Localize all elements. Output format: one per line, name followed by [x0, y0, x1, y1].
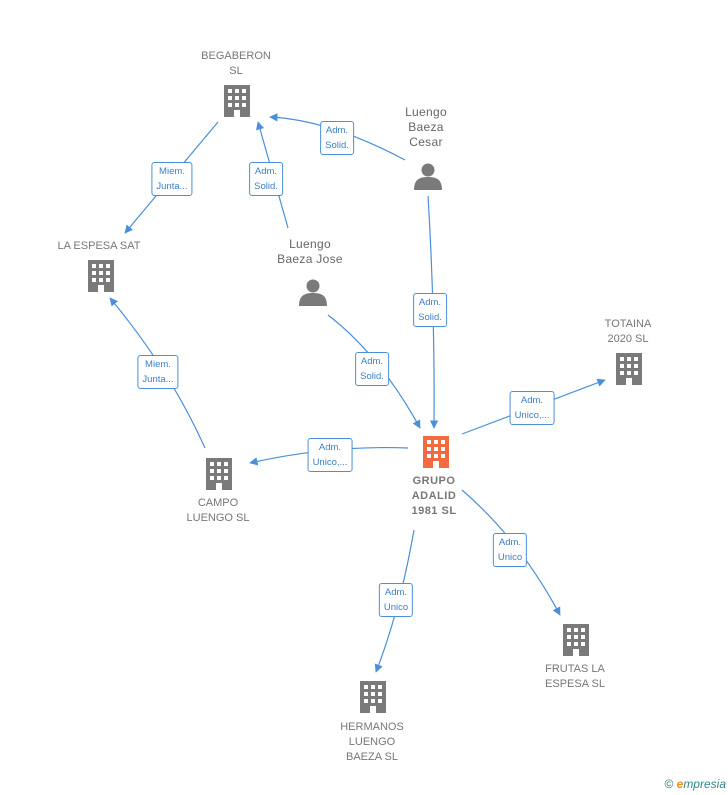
edge-label-grupo-hermanos[interactable]: Adm. Unico	[378, 583, 414, 617]
edge-label-begaberon-espesa[interactable]: Miem. Junta...	[151, 162, 193, 196]
footer-brand: © empresia	[664, 777, 726, 791]
la-espesa-sat-building-icon[interactable]	[88, 260, 114, 292]
edge-label-jose-begaberon[interactable]: Adm. Solid.	[249, 162, 283, 196]
luengo-cesar-person-icon[interactable]	[414, 163, 442, 191]
totaina-label[interactable]: TOTAINA 2020 SL	[604, 318, 652, 345]
edge-label-campo-espesa[interactable]: Miem. Junta...	[137, 355, 179, 389]
grupo-adalid-building-icon[interactable]	[423, 436, 449, 468]
begaberon-building-icon[interactable]	[224, 85, 250, 117]
begaberon-label[interactable]: BEGABERON SL	[201, 50, 271, 77]
edge-label-cesar-begaberon[interactable]: Adm. Solid.	[320, 121, 354, 155]
campo-luengo-label[interactable]: CAMPO LUENGO SL	[186, 497, 250, 524]
luengo-cesar-label[interactable]: Luengo Baeza Cesar	[405, 105, 447, 149]
grupo-adalid-label[interactable]: GRUPO ADALID 1981 SL	[411, 475, 457, 517]
hermanos-luengo-label[interactable]: HERMANOS LUENGO BAEZA SL	[340, 721, 404, 763]
totaina-building-icon[interactable]	[616, 353, 642, 385]
brand-logo-e: e	[676, 777, 684, 791]
edge-label-grupo-frutas[interactable]: Adm. Unico	[492, 533, 528, 567]
brand-name: mpresia	[683, 777, 726, 791]
edge-label-grupo-campo[interactable]: Adm. Unico,...	[307, 438, 353, 472]
hermanos-luengo-building-icon[interactable]	[360, 681, 386, 713]
la-espesa-sat-label[interactable]: LA ESPESA SAT	[57, 240, 141, 252]
luengo-jose-label[interactable]: Luengo Baeza Jose	[277, 237, 343, 266]
edge-label-grupo-totaina[interactable]: Adm. Unico,...	[509, 391, 555, 425]
edge-label-jose-grupo[interactable]: Adm. Solid.	[355, 352, 389, 386]
frutas-espesa-building-icon[interactable]	[563, 624, 589, 656]
copyright-icon: ©	[664, 777, 674, 791]
luengo-jose-person-icon[interactable]	[299, 279, 327, 307]
frutas-espesa-label[interactable]: FRUTAS LA ESPESA SL	[545, 663, 605, 690]
edge-label-cesar-grupo[interactable]: Adm. Solid.	[413, 293, 447, 327]
campo-luengo-building-icon[interactable]	[206, 458, 232, 490]
